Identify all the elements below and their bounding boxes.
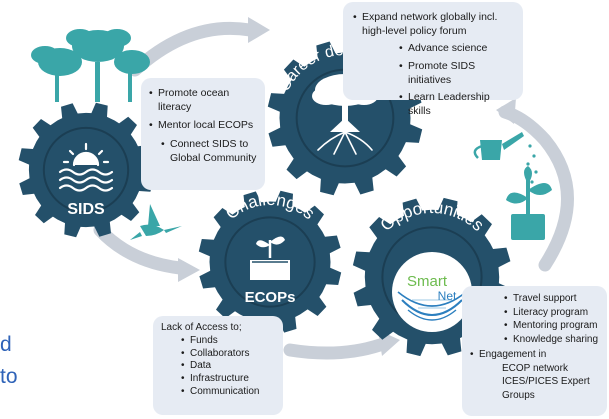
arrow-opportunities-to-career <box>498 105 574 272</box>
list-item: Infrastructure <box>181 373 277 386</box>
arrowhead-challenges <box>178 258 200 282</box>
list-item: Engagement in <box>470 348 601 362</box>
challenges-heading: Lack of Access to; <box>161 322 242 333</box>
feedback-list: Promote ocean literacy Mentor local ECOP… <box>149 86 259 165</box>
smartnet-logo: Smart Net <box>392 252 472 332</box>
gear-label-sids: SIDS <box>67 201 105 218</box>
arrow-feedback-to-career <box>128 21 257 77</box>
career-list: Expand network globally incl. high-level… <box>353 10 515 38</box>
list-item: Mentor local ECOPs <box>149 118 259 132</box>
plant-icon <box>506 166 552 240</box>
list-item: Data <box>181 360 277 373</box>
list-item: Expand network globally incl. high-level… <box>353 10 515 38</box>
list-item: Funds <box>181 335 277 348</box>
opportunities-tail-1: ECOP network <box>502 362 568 374</box>
list-item: Connect SIDS to Global Community <box>161 137 259 165</box>
arrow-feedback-to-challenges <box>93 223 187 275</box>
list-item: Communication <box>181 386 277 399</box>
career-box: Expand network globally incl. high-level… <box>343 2 523 117</box>
opportunities-box: Travel support Literacy program Mentorin… <box>462 286 607 416</box>
opportunities-tail-2: ICES/PICES Expert Groups <box>502 376 590 401</box>
list-item: Literacy program <box>504 306 601 320</box>
smartnet-logo-line2: Net <box>438 289 457 303</box>
gear-label-ecops: ECOPs <box>245 289 296 306</box>
seedling-icon <box>250 236 290 280</box>
sunrise-waves-icon <box>58 142 114 192</box>
challenges-list: Funds Collaborators Data Infrastructure … <box>181 335 277 399</box>
challenges-box: Lack of Access to; Funds Collaborators D… <box>153 316 283 415</box>
opportunities-engagement: Engagement in <box>470 348 601 362</box>
watering-can-icon <box>473 132 538 184</box>
opportunities-list: Travel support Literacy program Mentorin… <box>504 292 601 346</box>
list-item: Promote ocean literacy <box>149 86 259 114</box>
list-item: Travel support <box>504 292 601 306</box>
list-item: Knowledge sharing <box>504 333 601 347</box>
gear-feedback <box>18 102 154 238</box>
cropped-text-line-2: to <box>0 365 18 388</box>
bird-icon <box>130 204 182 240</box>
arrow-challenges-to-opportunities <box>283 338 387 360</box>
gear-inner-ring <box>224 216 316 308</box>
trees-icon <box>31 29 150 102</box>
list-item: Promote SIDS initiatives <box>399 59 515 87</box>
smartnet-logo-line1: Smart <box>407 273 448 290</box>
gear-inner-ring <box>42 126 130 214</box>
feedback-box: Promote ocean literacy Mentor local ECOP… <box>141 78 265 190</box>
list-item: Advance science <box>399 41 515 55</box>
list-item: Mentoring program <box>504 319 601 333</box>
cropped-text-line-1: d <box>0 333 12 356</box>
list-item: Learn Leadership skills <box>399 90 515 118</box>
career-sub-list: Advance science Promote SIDS initiatives… <box>399 41 515 118</box>
list-item: Collaborators <box>181 348 277 361</box>
arrowhead-career <box>248 17 270 43</box>
cycle-arrows <box>93 21 574 360</box>
gear-shape <box>18 102 154 238</box>
